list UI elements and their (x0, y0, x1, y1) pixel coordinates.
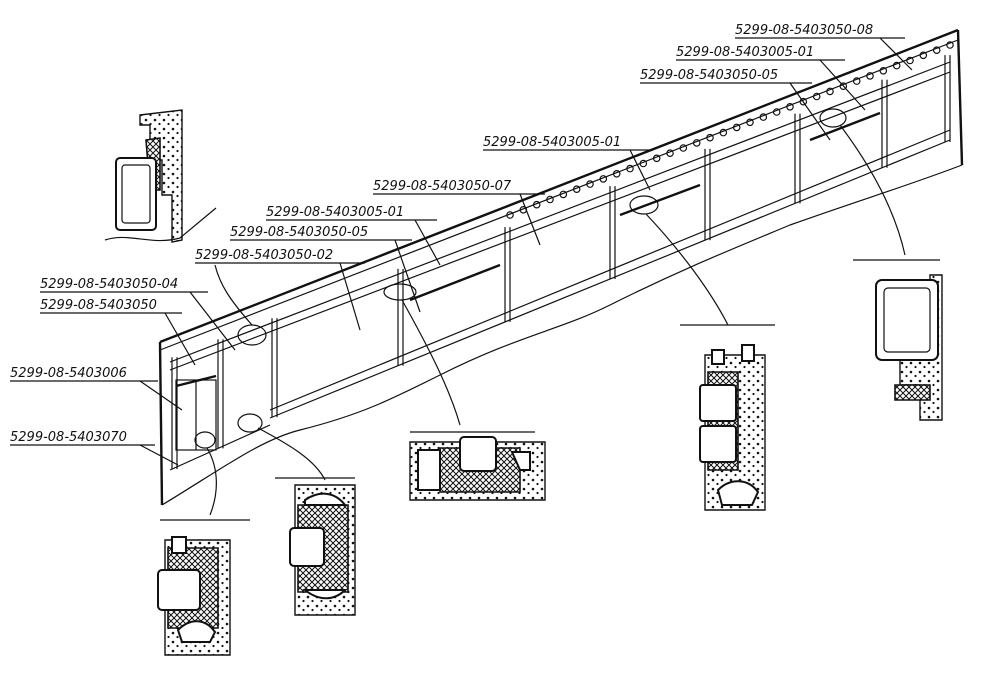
vent-hole (559, 190, 568, 199)
vent-hole (906, 56, 914, 65)
callout-label: 5299-08-5403006 (10, 366, 127, 381)
callout-label: 5299-08-5403005-01 (266, 205, 404, 220)
vent-hole (866, 72, 874, 80)
vent-hole (532, 200, 541, 209)
callout-label: 5299-08-5403050-02 (195, 248, 333, 263)
vent-hole (892, 61, 901, 70)
section-detail-center-right (680, 324, 775, 511)
vent-hole (879, 67, 888, 75)
callout-label: 5299-08-5403050-07 (373, 179, 512, 194)
vent-hole (786, 103, 794, 111)
callout-label: 5299-08-5403050-05 (640, 68, 778, 83)
leader-lines (10, 37, 913, 516)
vent-hole (639, 159, 648, 168)
section-detail-right (853, 259, 943, 421)
vent-hole (572, 185, 581, 194)
vent-hole (599, 175, 608, 183)
wall-panel (158, 28, 964, 506)
vent-hole (932, 46, 941, 55)
vent-hole (746, 118, 754, 127)
callout-labels: 5299-08-5403050-08 5299-08-5403005-01 52… (10, 23, 873, 445)
vent-hole (839, 82, 848, 91)
vent-hole (706, 133, 714, 142)
vent-hole (919, 51, 928, 60)
callout-label: 5299-08-5403050-08 (735, 23, 873, 38)
vent-hole (506, 211, 514, 219)
callout-label: 5299-08-5403005-01 (676, 45, 814, 60)
vent-hole (852, 77, 861, 85)
vent-hole (666, 149, 674, 158)
callout-label: 5299-08-5403070 (10, 430, 127, 445)
vent-hole (612, 170, 621, 178)
vent-hole (546, 195, 554, 204)
callout-label: 5299-08-5403050 (40, 298, 157, 313)
vent-hole (692, 139, 701, 147)
vent-hole (719, 128, 728, 137)
vent-hole (799, 97, 808, 106)
vent-hole (732, 123, 741, 132)
vent-hole (772, 108, 781, 116)
vent-hole (946, 41, 954, 49)
vent-hole (826, 87, 834, 96)
vent-hole (812, 92, 821, 101)
callout-label: 5299-08-5403050-05 (230, 225, 368, 240)
vent-hole (652, 154, 661, 163)
ventilation-holes (506, 41, 954, 219)
vent-hole (626, 164, 634, 173)
callout-label: 5299-08-5403005-01 (483, 135, 621, 150)
vent-hole (759, 113, 768, 121)
vent-hole (586, 180, 594, 188)
section-detail-top-left (104, 109, 217, 243)
vertical-posts (171, 55, 951, 470)
vent-hole (679, 144, 688, 152)
section-detail-bottom-center (275, 477, 356, 616)
callout-label: 5299-08-5403050-04 (40, 277, 178, 292)
section-detail-middle (409, 431, 546, 501)
section-detail-bottom-left (157, 519, 250, 656)
